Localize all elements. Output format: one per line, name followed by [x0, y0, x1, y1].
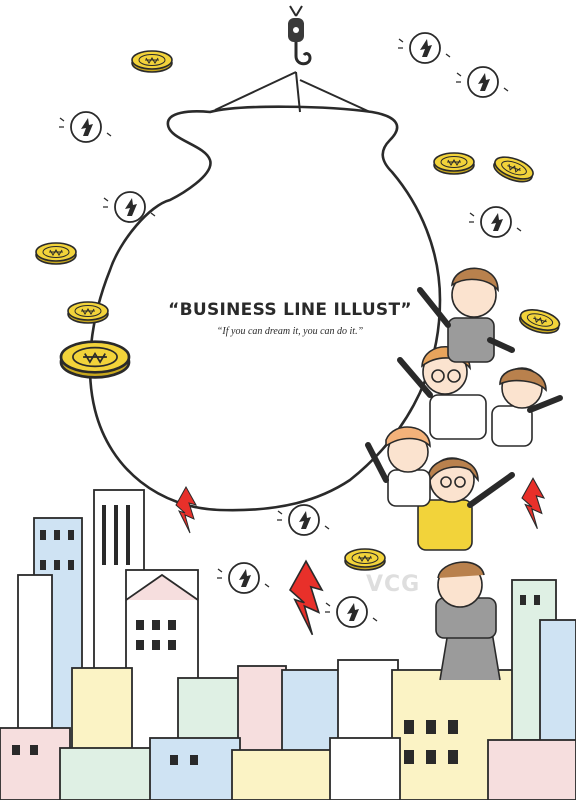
watermark: VCG [366, 572, 421, 597]
arrow-up-icon [289, 560, 323, 636]
arrow-up-icon [276, 504, 330, 536]
money-bag-outline [88, 105, 442, 512]
business-people-stack [365, 267, 563, 681]
arrow-up-icon [102, 191, 156, 223]
arrow-up-icon [58, 111, 112, 143]
coin-icon [67, 301, 109, 324]
coin-icon [131, 50, 173, 73]
coin-icon [59, 340, 131, 379]
coin-icon [516, 305, 563, 338]
coin-icon [344, 548, 386, 571]
hook-icon [214, 5, 371, 113]
arrow-up-icon [175, 486, 197, 534]
arrow-up-icon [216, 562, 270, 594]
city-skyline [0, 489, 576, 800]
arrow-up-icon [455, 66, 509, 98]
arrow-up-icon [468, 206, 522, 238]
coin-icon [433, 152, 475, 175]
coin-icon [35, 242, 77, 265]
coin-icon [490, 151, 537, 187]
arrow-up-icon [397, 32, 451, 64]
headline-title: “BUSINESS LINE ILLUST” [168, 300, 412, 320]
headline: “BUSINESS LINE ILLUST” “If you can dream… [150, 300, 430, 337]
headline-subtitle: “If you can dream it, you can do it.” [216, 326, 364, 337]
arrow-up-icon [324, 596, 378, 628]
arrow-up-icon [521, 477, 545, 530]
